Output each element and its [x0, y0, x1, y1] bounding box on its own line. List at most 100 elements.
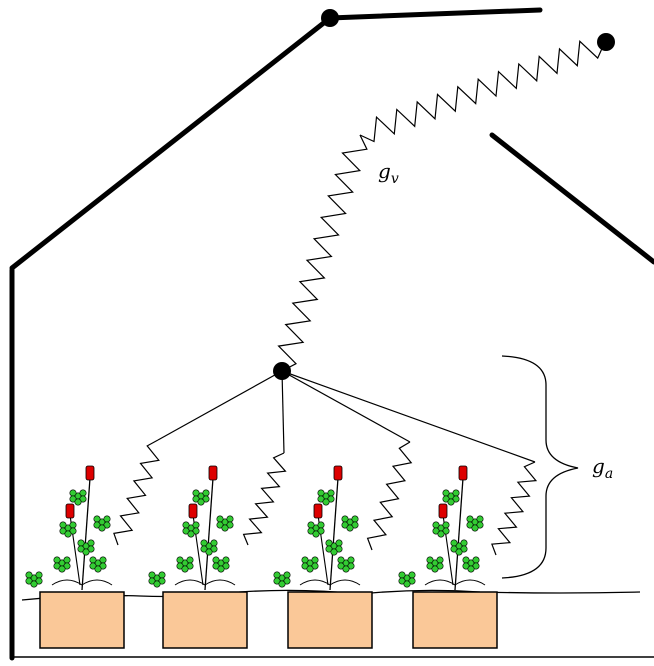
fruit — [313, 503, 323, 519]
leaflet — [442, 489, 450, 497]
leaflet — [153, 580, 161, 588]
leaflet — [212, 556, 220, 564]
leaflet — [452, 489, 460, 497]
fruit — [85, 465, 95, 481]
ga-brace — [501, 355, 579, 579]
leaflet — [442, 521, 450, 529]
plant-4 — [398, 465, 498, 649]
leaflet — [187, 530, 195, 538]
left-roof — [9, 15, 333, 271]
leaflet — [89, 556, 97, 564]
right-roof-vent — [489, 132, 654, 265]
leaf-cluster — [325, 539, 343, 556]
leaf-cluster — [93, 515, 111, 532]
fruit — [438, 503, 448, 519]
leaf-cluster — [317, 489, 335, 506]
leaf-cluster — [69, 489, 87, 506]
pot — [39, 591, 125, 649]
leaflet — [337, 556, 345, 564]
leaf-cluster — [337, 556, 355, 573]
stem-main — [204, 477, 214, 591]
leaflet — [476, 515, 484, 523]
stem-main — [81, 477, 91, 591]
leaflet — [148, 571, 156, 579]
leaflet — [69, 521, 77, 529]
leaf-cluster — [462, 556, 480, 573]
leaflet — [455, 548, 463, 556]
leaflet — [82, 548, 90, 556]
leaflet — [335, 539, 343, 547]
leaf-cluster — [216, 515, 234, 532]
connector-line-3 — [281, 370, 411, 443]
leaflet — [341, 515, 349, 523]
leaflet — [317, 489, 325, 497]
aerodynamic-spring-1 — [113, 439, 160, 546]
ventilation-spring-lower — [277, 134, 368, 372]
pot — [162, 591, 248, 649]
greenhouse-frame — [9, 7, 654, 661]
leaf-cluster — [200, 539, 218, 556]
leaflet — [436, 556, 444, 564]
plant-3 — [273, 465, 373, 649]
leaflet — [467, 565, 475, 573]
leaflet — [403, 580, 411, 588]
conductance-springs — [113, 40, 605, 556]
connector-line-4 — [281, 370, 536, 463]
leaflet — [74, 498, 82, 506]
leaflet — [330, 548, 338, 556]
leaflet — [283, 571, 291, 579]
outside-node — [597, 33, 615, 51]
leaflet — [221, 524, 229, 532]
leaflet — [351, 515, 359, 523]
ventilation-spring-upper — [359, 40, 605, 143]
leaflet — [59, 521, 67, 529]
fruit — [188, 503, 198, 519]
leaflet — [408, 571, 416, 579]
leaflet — [216, 515, 224, 523]
leaflet — [462, 556, 470, 564]
seedling — [25, 571, 43, 588]
leaf-cluster — [307, 521, 325, 538]
connector-line-2 — [281, 370, 285, 454]
leaflet — [93, 515, 101, 523]
leaflet — [322, 498, 330, 506]
fruit — [65, 503, 75, 519]
leaflet — [87, 539, 95, 547]
leaflet — [301, 556, 309, 564]
leaflet — [176, 556, 184, 564]
leaflet — [200, 539, 208, 547]
gv-label: gv — [378, 159, 399, 187]
aerodynamic-spring-3 — [366, 441, 413, 551]
leaflet — [472, 556, 480, 564]
leaflet — [197, 498, 205, 506]
leaf-cluster — [59, 521, 77, 538]
leaflet — [466, 515, 474, 523]
leaflet — [69, 489, 77, 497]
leaflet — [278, 580, 286, 588]
leaf-cluster — [182, 521, 200, 538]
aerodynamic-spring-4 — [491, 461, 538, 556]
leaflet — [186, 556, 194, 564]
fruit — [208, 465, 218, 481]
leaflet — [181, 565, 189, 573]
leaflet — [202, 489, 210, 497]
fruit — [458, 465, 468, 481]
plant-row — [25, 465, 498, 649]
leaflet — [398, 571, 406, 579]
leaflet — [94, 565, 102, 573]
base-leaves — [299, 579, 361, 586]
leaf-cluster — [466, 515, 484, 532]
leaf-cluster — [89, 556, 107, 573]
seedling — [273, 571, 291, 588]
leaf-cluster — [212, 556, 230, 573]
leaf-cluster — [53, 556, 71, 573]
leaflet — [35, 571, 43, 579]
pot — [412, 591, 498, 649]
leaflet — [346, 524, 354, 532]
leaflet — [306, 565, 314, 573]
leaflet — [63, 556, 71, 564]
leaf-cluster — [176, 556, 194, 573]
base-leaves — [174, 579, 236, 586]
seedling — [398, 571, 416, 588]
stem-main — [454, 477, 464, 591]
